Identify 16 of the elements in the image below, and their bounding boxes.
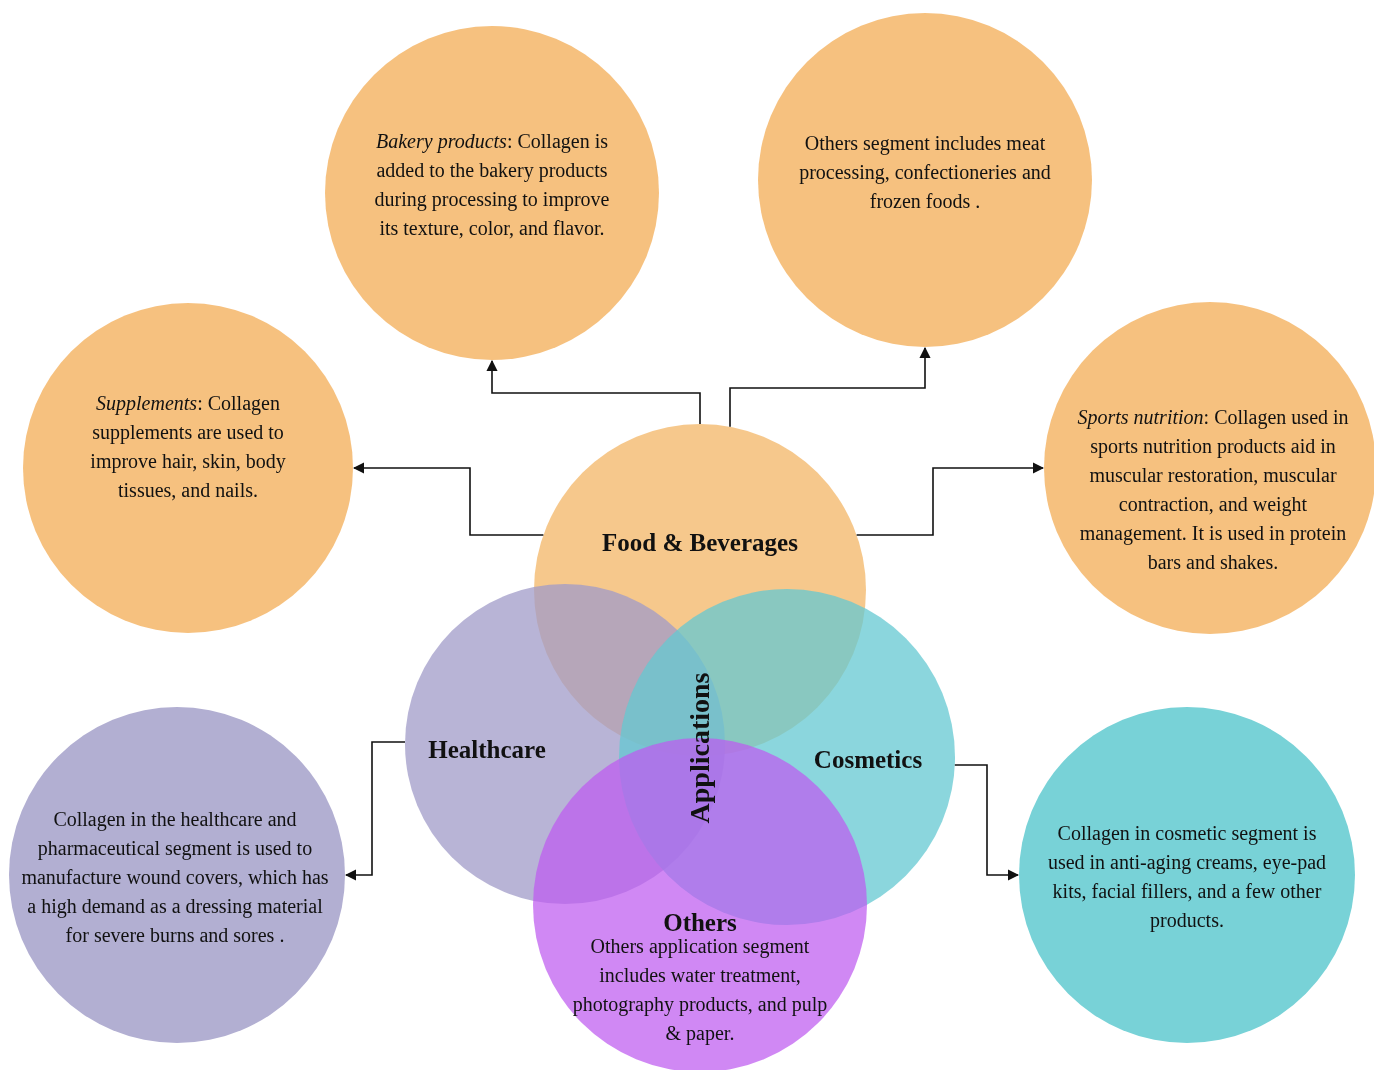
description-text: Bakery products: Collagen is added to the bakery products during processing to improve its texture, color, and flavor. xyxy=(373,129,611,241)
arrow xyxy=(954,764,1020,881)
description-text: Collagen in cosmetic segment is used in anti-aging creams, eye-pad kits, facial fillers, and a few other products. xyxy=(1046,821,1328,934)
circle-title: Cosmetics xyxy=(812,745,924,775)
description-text: Collagen in the healthcare and pharmaceutical segment is used to manufacture wound covers, which has a high demand as a dressing material for severe burns and sores . xyxy=(20,806,330,948)
arrow xyxy=(352,462,545,536)
arrow xyxy=(729,346,931,428)
description-text: Sports nutrition: Collagen used in sports nutrition products aid in muscular restoration, muscular contraction, and weight management. It is used in protein bars and shakes. xyxy=(1076,405,1350,575)
rotated-label: Applications xyxy=(685,671,715,826)
circle-title: Food & Beverages xyxy=(601,528,799,558)
description-text: Supplements: Collagen supplements are used to improve hair, skin, body tissues, and nails. xyxy=(89,391,287,503)
description-text: Others segment includes meat processing, confectioneries and frozen foods . xyxy=(798,130,1052,214)
arrow xyxy=(855,462,1045,536)
arrow xyxy=(486,359,701,425)
circle-title: Healthcare xyxy=(427,735,547,765)
arrow xyxy=(344,741,406,881)
